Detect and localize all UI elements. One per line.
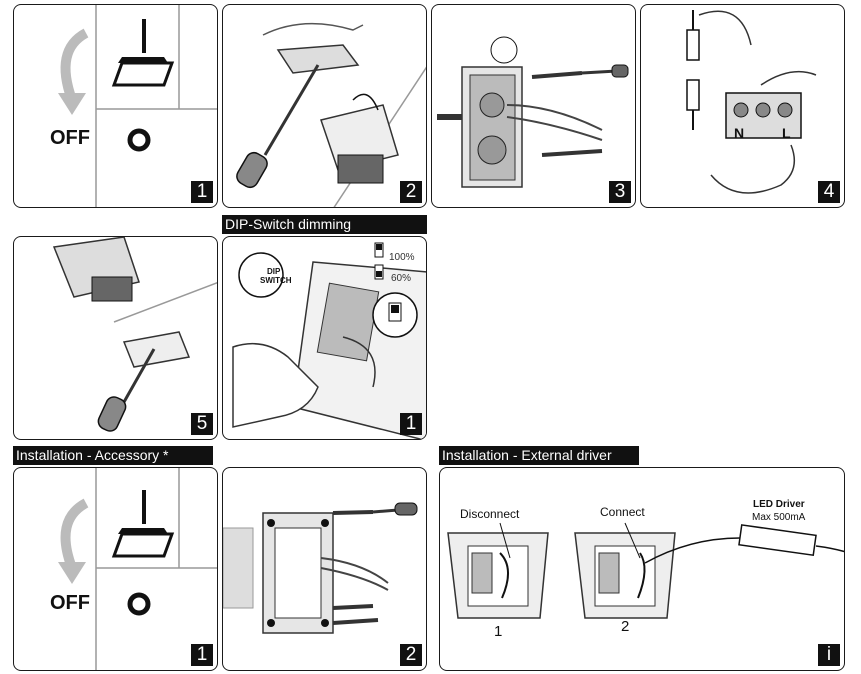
step-number: 1 [400, 413, 422, 435]
power-switch-illustration [58, 468, 217, 670]
off-label: OFF [50, 592, 90, 614]
step-panel-close-housing: 5 [13, 236, 218, 440]
off-label: OFF [50, 127, 90, 149]
section-header-external-driver: Installation - External driver [439, 446, 639, 465]
info-panel-external-driver: Disconnect Connect LED Driver Max 500mA … [439, 467, 845, 671]
step-panel-connect-terminals: N L 4 [640, 4, 845, 208]
step-label-connect: 2 [621, 618, 630, 635]
dip-switch-illustration [232, 242, 426, 439]
screwdriver-housing-illustration [236, 22, 426, 207]
disconnect-label: Disconnect [460, 507, 520, 521]
step-number: 1 [191, 644, 213, 666]
dip-badge-bottom: SWITCH [260, 276, 292, 285]
step-number: 4 [818, 181, 840, 203]
bracket-mounting-illustration [437, 36, 629, 188]
step-panel-dip-switch: DIP SWITCH 100% 60% 1 [222, 236, 427, 440]
driver-spec: Max 500mA [752, 512, 806, 523]
accessory-bracket-illustration [223, 502, 418, 634]
step-number: 2 [400, 644, 422, 666]
screwdriver-close-illustration [52, 237, 217, 432]
step-panel-mount-bracket: 3 [431, 4, 636, 208]
connect-label: Connect [600, 505, 645, 519]
dip-badge-top: DIP [267, 267, 281, 276]
step-number: i [818, 644, 840, 666]
driver-title: LED Driver [753, 499, 805, 510]
terminal-label-l: L [782, 125, 791, 141]
step-number: 3 [609, 181, 631, 203]
step-number: 1 [191, 181, 213, 203]
section-header-dip-switch: DIP-Switch dimming [222, 215, 427, 234]
power-switch-illustration [58, 5, 217, 207]
terminal-block-illustration [686, 10, 817, 194]
section-header-accessory: Installation - Accessory * [13, 446, 213, 465]
step-panel-accessory-mount: 2 [222, 467, 427, 671]
dim-level-high: 100% [389, 252, 415, 263]
terminal-label-n: N [734, 125, 745, 141]
step-panel-accessory-power-off: OFF 1 [13, 467, 218, 671]
step-label-disconnect: 1 [494, 623, 503, 640]
step-panel-power-off: OFF 1 [13, 4, 218, 208]
external-driver-illustration [447, 522, 844, 619]
step-panel-open-housing: 2 [222, 4, 427, 208]
dim-level-low: 60% [391, 273, 412, 284]
step-number: 2 [400, 181, 422, 203]
step-number: 5 [191, 413, 213, 435]
